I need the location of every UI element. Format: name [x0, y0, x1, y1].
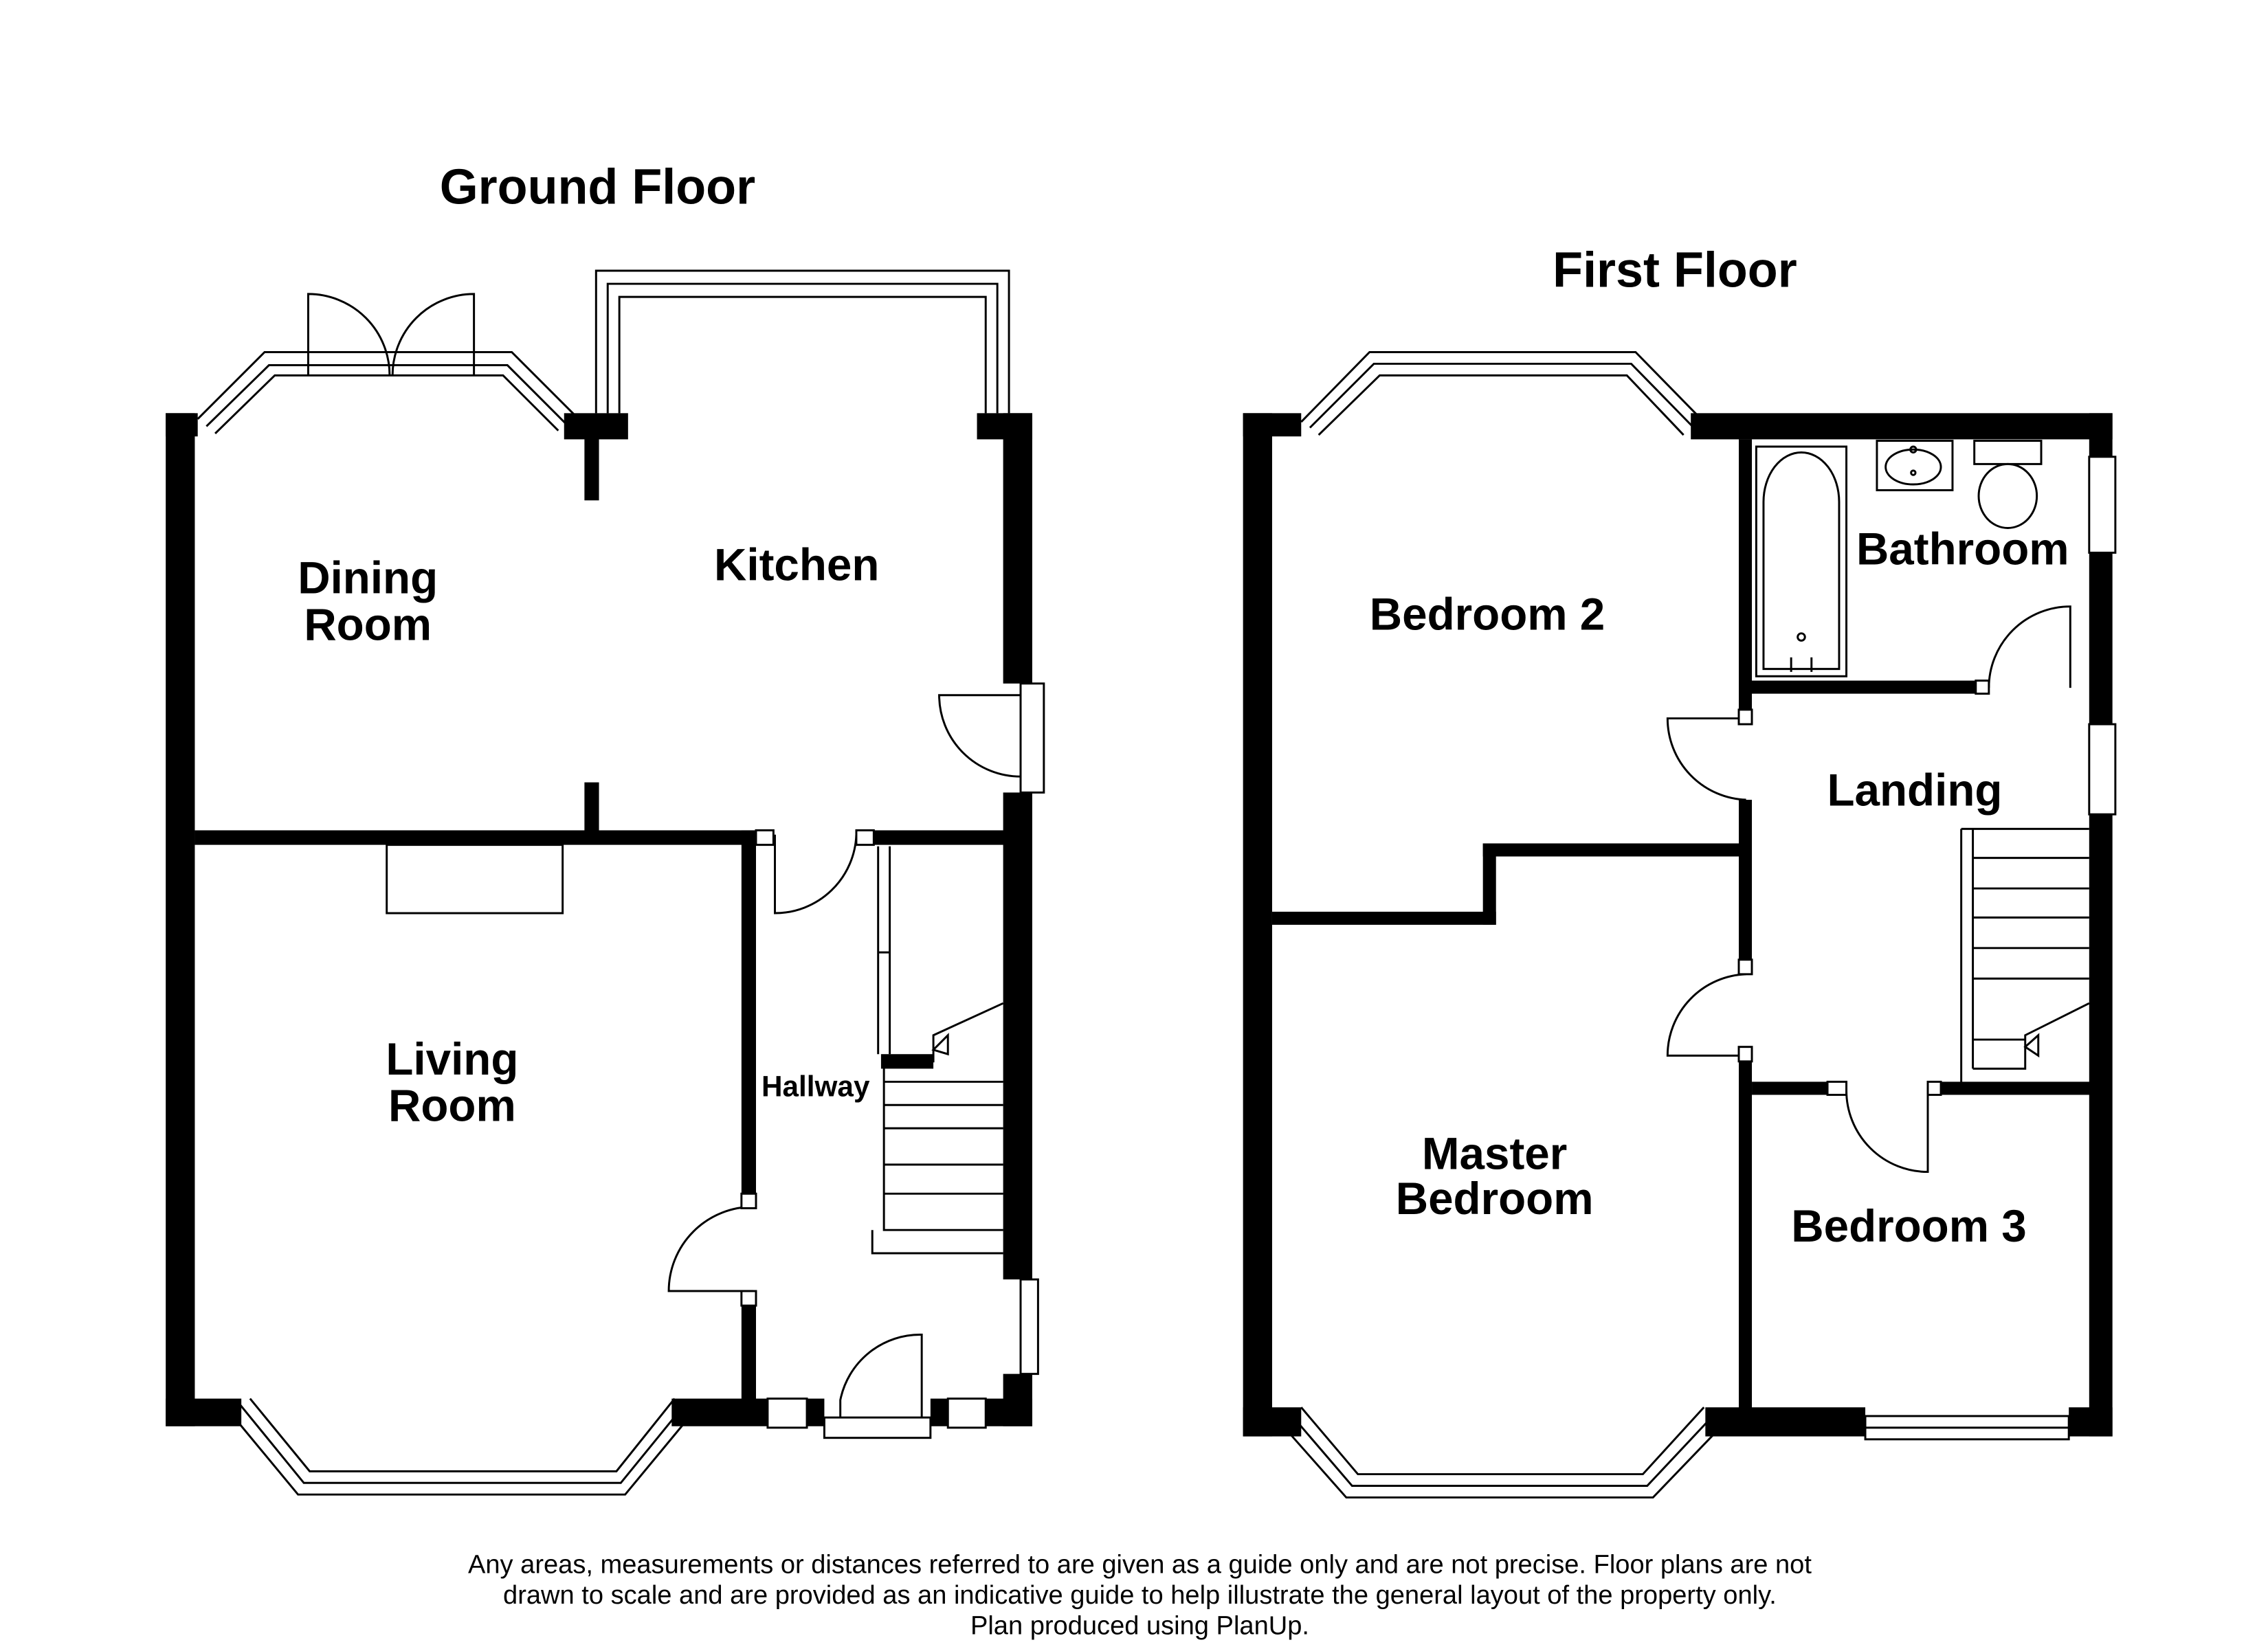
landing-west-wall-upper [1739, 800, 1753, 974]
door-jamb [1737, 958, 1753, 976]
porch-window-left [766, 1398, 808, 1429]
basin-icon [1876, 440, 1954, 491]
ground-floor-title: Ground Floor [440, 160, 755, 215]
master-bay-window [1278, 1406, 1727, 1499]
ground-south-wall-porch-left [807, 1398, 825, 1426]
ground-living-north-wall [194, 830, 759, 845]
hall-kitchen-door [774, 834, 858, 915]
ground-west-wall [166, 413, 195, 1426]
ground-north-wall-pier [564, 413, 628, 440]
disclaimer-line: Any areas, measurements or distances ref… [468, 1550, 1812, 1579]
landing-west-wall-lower [1739, 1058, 1753, 1411]
dining-french-doors [307, 293, 476, 376]
ground-north-wall-stub [166, 413, 198, 437]
ground-south-wall-porch-right [930, 1398, 948, 1426]
bedroom3-north-wall-west [1752, 1081, 1828, 1095]
ground-hall-north-wall [872, 830, 1006, 845]
kitchen-east-window [1019, 682, 1045, 794]
dining-room-label: Room [304, 599, 432, 649]
bedroom3-north-wall-east [1935, 1081, 2095, 1095]
bath-icon [1762, 451, 1841, 671]
first-south-wall-east [2069, 1407, 2113, 1437]
bedroom3-label: Bedroom 3 [1791, 1201, 2026, 1251]
front-door-threshold [823, 1416, 932, 1439]
disclaimer-line: Plan produced using PlanUp. [970, 1611, 1309, 1640]
first-south-wall-mid [1705, 1407, 1866, 1437]
first-floor-plan: First Floor [1243, 243, 2117, 1499]
bedroom3-door [1845, 1087, 1929, 1174]
living-room-label: Living [386, 1034, 518, 1084]
ground-staircase [871, 1002, 1004, 1255]
bedroom2-door [1666, 717, 1746, 801]
bathroom-window [2088, 456, 2117, 554]
living-room-label: Room [388, 1081, 516, 1131]
door-jamb [1926, 1080, 1942, 1096]
door-jamb [1737, 708, 1753, 726]
kitchen-label: Kitchen [714, 540, 879, 590]
dining-room-label: Dining [298, 553, 438, 603]
toilet-cistern-icon [1973, 440, 2043, 465]
door-jamb [755, 829, 775, 846]
ground-floor-plan: Ground Floor [166, 160, 1045, 1496]
ground-east-wall-upper [1003, 413, 1032, 684]
door-jamb [1975, 680, 1990, 695]
first-south-wall-west [1243, 1407, 1302, 1437]
master-bedroom-door [1666, 973, 1746, 1057]
hallway-east-window [1019, 1278, 1039, 1376]
bath-drain-icon [1797, 632, 1806, 642]
bedroom2-south-step [1482, 843, 1496, 925]
bedroom2-south-wall-east [1482, 843, 1750, 857]
first-east-wall-upper [2089, 413, 2113, 457]
living-bay-window [227, 1398, 696, 1496]
bathroom-label: Bathroom [1856, 524, 2069, 574]
master-bedroom-label: Bedroom [1396, 1174, 1594, 1224]
first-north-wall-east [1691, 413, 2113, 440]
door-jamb [855, 829, 875, 846]
disclaimer: Any areas, measurements or distances ref… [468, 1550, 1812, 1640]
disclaimer-line: drawn to scale and are provided as an in… [503, 1581, 1777, 1610]
landing-window [2088, 723, 2117, 816]
basin-tap-icon [1909, 445, 1917, 453]
bathroom-door [1988, 605, 2071, 688]
first-staircase [1960, 827, 2090, 1084]
hallway-label: Hallway [761, 1070, 870, 1103]
front-door [839, 1334, 923, 1422]
porch-window-right [946, 1398, 987, 1429]
door-jamb [740, 1290, 757, 1307]
ground-south-wall-corner [986, 1398, 1032, 1426]
ground-dining-kitchen-nib-bottom [584, 782, 599, 835]
bedroom2-south-wall-west [1271, 911, 1496, 925]
bedroom2-label: Bedroom 2 [1370, 590, 1605, 640]
first-east-wall-lower [2089, 814, 2113, 1437]
ground-hall-west-wall-lower [741, 1291, 756, 1402]
basin-icon [1885, 448, 1942, 486]
door-jamb [1737, 1046, 1753, 1063]
door-jamb [1826, 1080, 1848, 1096]
first-north-wall-stub [1243, 413, 1302, 437]
ground-dining-kitchen-nib-top [584, 436, 599, 501]
bathroom-south-wall [1739, 680, 1989, 694]
first-east-wall-bath [2089, 552, 2113, 725]
ground-south-wall-east [671, 1398, 768, 1426]
bath-taps-icon [1790, 657, 1813, 672]
kitchen-extension-window [594, 269, 1010, 414]
first-west-wall [1243, 413, 1272, 1437]
bath-icon [1755, 445, 1848, 677]
master-bedroom-label: Master [1422, 1128, 1567, 1178]
toilet-icon [1977, 462, 2038, 529]
door-jamb [740, 1192, 757, 1209]
kitchen-back-door [938, 694, 1021, 778]
bathroom-west-wall [1739, 439, 1753, 725]
ground-hall-west-wall-upper [741, 830, 756, 1194]
landing-label: Landing [1827, 765, 2003, 816]
ground-east-wall-mid [1003, 792, 1032, 1280]
understairs-cupboard [877, 846, 891, 1055]
bedroom2-bay-window [1300, 351, 1705, 436]
living-room-fireplace [386, 844, 564, 915]
basin-tap-icon [1910, 469, 1917, 476]
living-room-door [667, 1205, 753, 1292]
first-floor-title: First Floor [1553, 243, 1797, 298]
dining-bay-window [197, 351, 577, 435]
